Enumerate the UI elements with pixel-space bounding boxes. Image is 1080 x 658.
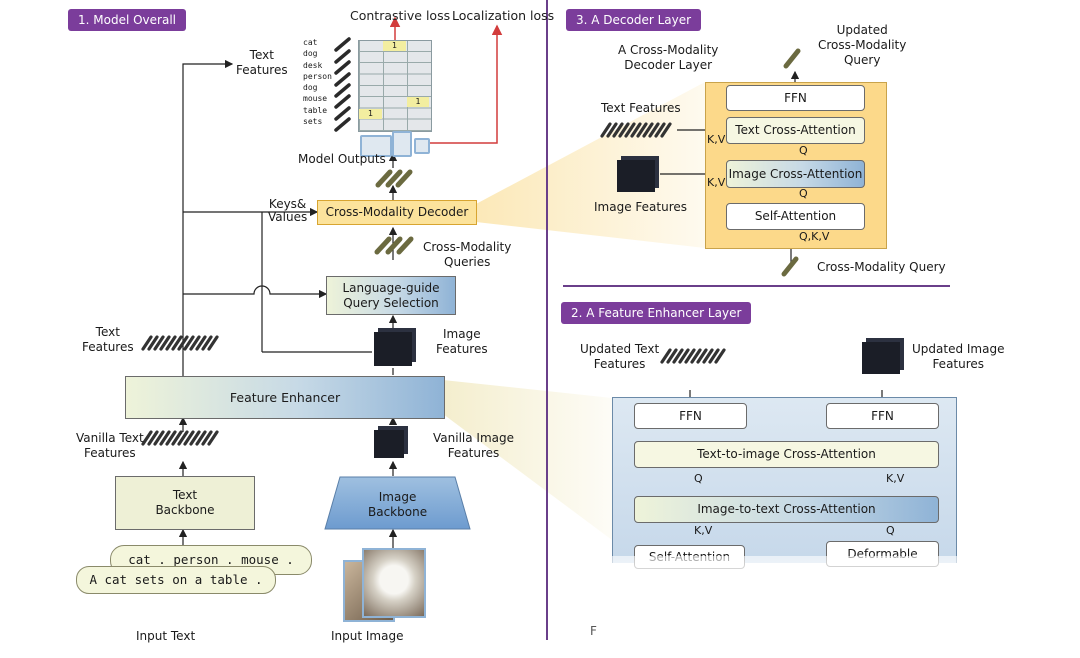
decoder-image-cross-attention-box: Image Cross-Attention — [726, 160, 865, 188]
grid-cell-positive: 1 — [359, 109, 382, 119]
panel-divider — [546, 0, 548, 640]
bottom-fade — [580, 556, 1080, 658]
enhancer-q-label-a: Q — [694, 472, 703, 485]
decoder-kv-label-1: K,V — [707, 133, 726, 146]
input-image-front — [362, 548, 426, 618]
prompt-input-2[interactable]: A cat sets on a table . — [76, 566, 276, 594]
contrastive-loss-label: Contrastive loss — [350, 8, 451, 23]
divider-bottom-mask — [546, 640, 548, 658]
vanilla-text-features-label: Vanilla Text Features — [76, 431, 144, 460]
decoder-text-cross-attention-box: Text Cross-Attention — [726, 117, 865, 144]
output-thumbnail — [360, 135, 392, 157]
decoder-layer-title: A Cross-Modality Decoder Layer — [618, 43, 719, 72]
vocab-word: table — [303, 105, 328, 115]
feature-enhancer-box: Feature Enhancer — [125, 376, 445, 419]
text-backbone-box: Text Backbone — [115, 476, 255, 530]
cross-modality-query-label: Cross-Modality Query — [817, 260, 946, 274]
vanilla-image-features-label: Vanilla Image Features — [433, 431, 514, 460]
image-backbone-label: Image Backbone — [368, 490, 428, 519]
output-thumbnail — [392, 131, 412, 157]
decoder-q-label-2: Q — [799, 187, 808, 200]
panel-title-decoder-layer: 3. A Decoder Layer — [566, 9, 702, 31]
updated-image-features-label: Updated Image Features — [912, 342, 1005, 371]
image-features-label: Image Features — [436, 327, 488, 356]
vocab-word: dog — [303, 83, 318, 93]
input-text-label: Input Text — [136, 629, 196, 643]
panel-title-model-overall: 1. Model Overall — [68, 9, 186, 31]
enhancer-ffn-left-box: FFN — [634, 403, 747, 429]
text-features-mid-label: Text Features — [82, 325, 134, 354]
query-selection-box: Language-guide Query Selection — [326, 276, 456, 315]
decoder-text-features-label: Text Features — [601, 101, 681, 115]
text-to-image-attention-box: Text-to-image Cross-Attention — [634, 441, 939, 468]
vocab-word: sets — [303, 117, 323, 127]
enhancer-q-label-b: Q — [886, 524, 895, 537]
localization-loss-label: Localization loss — [452, 8, 555, 23]
updated-image-cube — [862, 342, 900, 374]
decoder-qkv-label: Q,K,V — [799, 230, 830, 243]
enhancer-kv-label-b: K,V — [694, 524, 713, 537]
image-features-cube — [374, 332, 412, 366]
vocab-word: person — [303, 71, 332, 81]
updated-text-features-label: Updated Text Features — [580, 342, 660, 371]
image-to-text-attention-box: Image-to-text Cross-Attention — [634, 496, 939, 523]
vocab-word: mouse — [303, 94, 328, 104]
enhancer-ffn-right-box: FFN — [826, 403, 939, 429]
cross-modality-queries-label: Cross-Modality Queries — [423, 240, 512, 269]
vocab-list: cat dog desk person dog mouse table sets — [303, 37, 332, 127]
vocab-word: dog — [303, 49, 318, 59]
decoder-image-features-label: Image Features — [594, 200, 687, 214]
model-outputs-label: Model Outputs — [298, 152, 386, 166]
decoder-ffn-box: FFN — [726, 85, 865, 111]
vocab-word: cat — [303, 38, 318, 47]
text-features-top-label: Text Features — [236, 48, 288, 77]
grid-cell-positive: 1 — [407, 97, 429, 107]
decoder-self-attention-box: Self-Attention — [726, 203, 865, 230]
decoder-q-label-1: Q — [799, 144, 808, 157]
cross-modality-decoder-box: Cross-Modality Decoder — [317, 200, 477, 225]
grid-cell-positive: 1 — [383, 41, 406, 51]
enhancer-kv-label-a: K,V — [886, 472, 905, 485]
decoder-kv-label-2: K,V — [707, 176, 726, 189]
updated-query-label: Updated Cross-Modality Query — [818, 23, 907, 67]
keys-values-label: Keys& Values — [268, 197, 308, 224]
partial-footer-glyph: F — [590, 624, 597, 638]
vanilla-image-cube — [374, 430, 404, 458]
vocab-word: desk — [303, 60, 323, 70]
output-thumbnail — [414, 138, 430, 154]
decoder-image-cube — [617, 160, 655, 192]
panel-title-enhancer-layer: 2. A Feature Enhancer Layer — [561, 302, 752, 324]
input-image-label: Input Image — [331, 629, 404, 643]
